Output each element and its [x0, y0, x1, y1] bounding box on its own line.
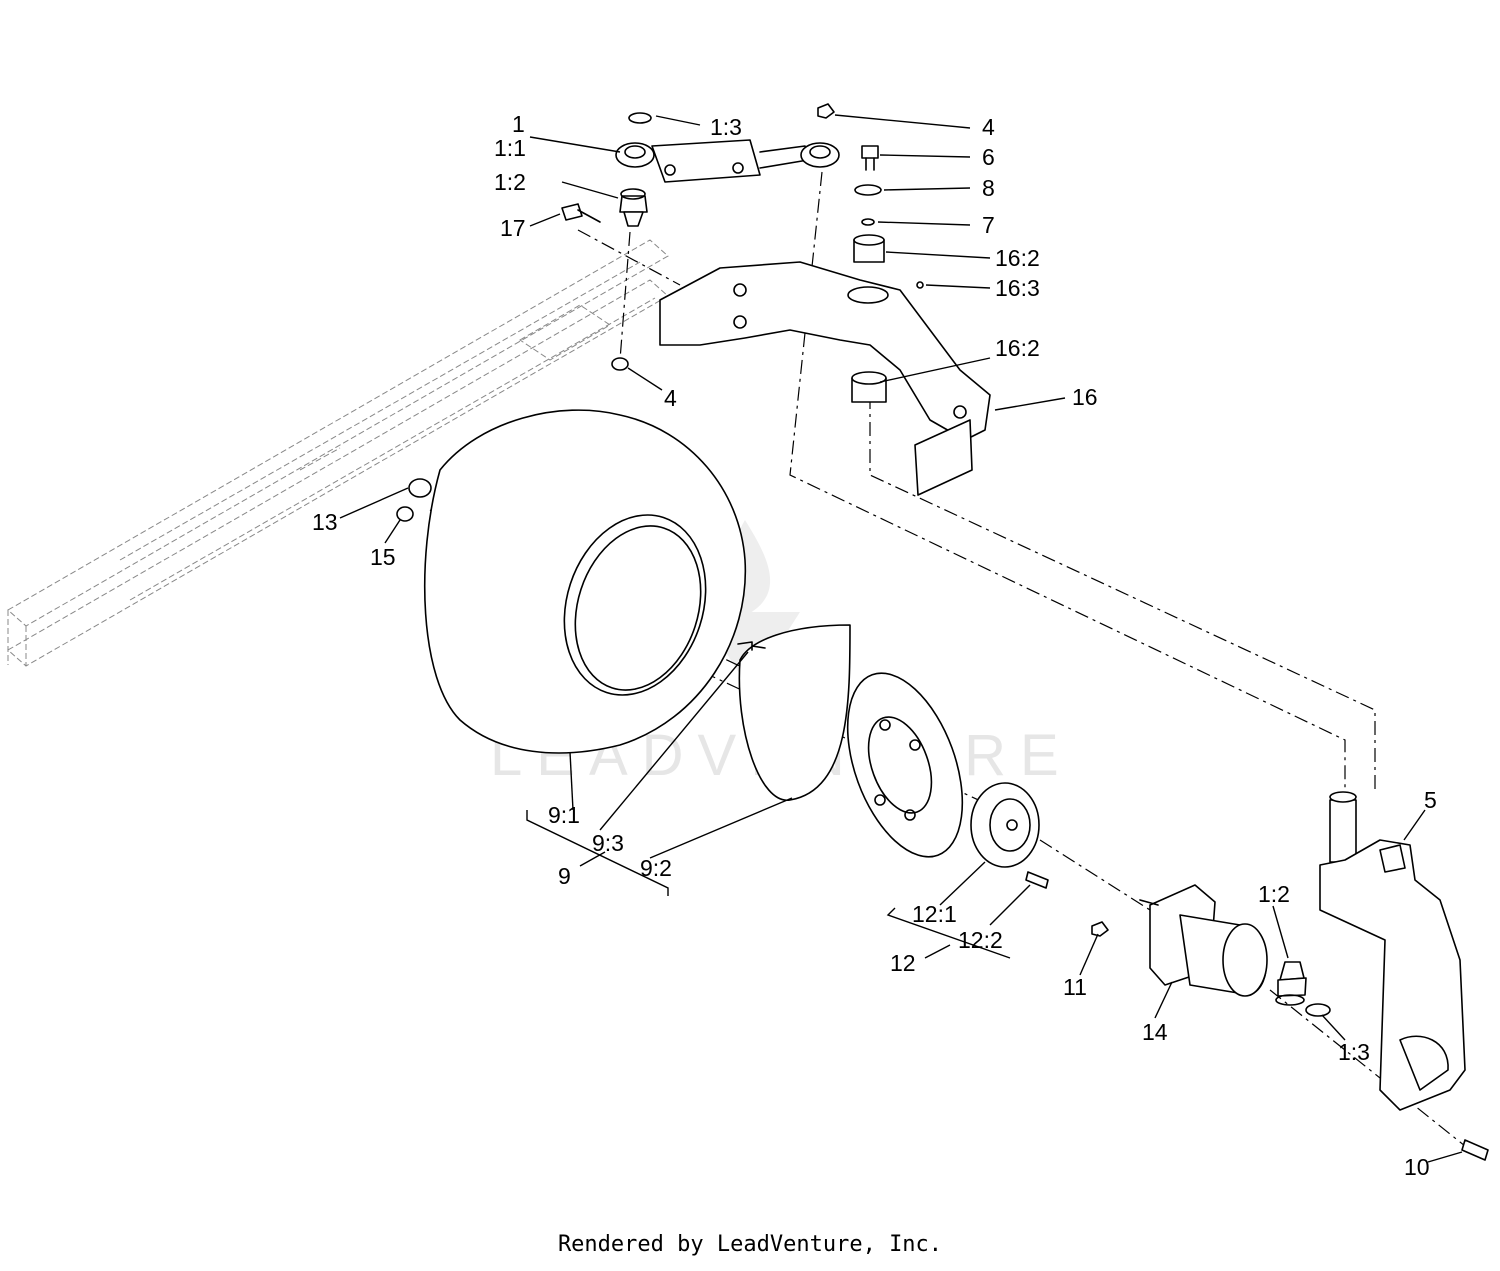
callout-1-2: 1:2	[494, 169, 526, 195]
callout-1: 1	[512, 111, 525, 137]
callout-4: 4	[982, 114, 995, 140]
callout-14: 14	[1142, 1019, 1168, 1045]
callout-9-2: 9:2	[640, 855, 672, 881]
tire	[423, 409, 747, 754]
callout-6: 6	[982, 144, 995, 170]
callout-16-3: 16:3	[995, 275, 1040, 301]
snap-ring	[628, 112, 652, 124]
nut	[817, 103, 835, 119]
wheel-stud	[1025, 871, 1049, 889]
callout-8: 8	[982, 175, 995, 201]
callout-12-2: 12:2	[958, 927, 1003, 953]
callout-4: 4	[664, 385, 677, 411]
leader-lines	[339, 114, 1463, 1163]
caster-fork-arm	[659, 261, 991, 496]
wheel-hub	[970, 782, 1040, 868]
wheel-rim	[738, 624, 964, 858]
callout-16: 16	[1072, 384, 1098, 410]
callout-labels: 1 1:1 1:2 1:3 4 6 8 7 16:2 16:3 16:2 16 …	[312, 111, 1437, 1180]
callout-1-3: 1:3	[710, 114, 742, 140]
callout-13: 13	[312, 509, 338, 535]
lower-bushing	[851, 371, 887, 403]
callout-16-2: 16:2	[995, 245, 1040, 271]
wheel-motor	[1139, 884, 1268, 997]
callout-10: 10	[1404, 1154, 1430, 1180]
caster-fork	[1319, 791, 1466, 1111]
lug-nut	[408, 478, 432, 498]
callout-12: 12	[890, 950, 916, 976]
nut	[396, 506, 414, 522]
grease-fitting	[916, 281, 924, 289]
callout-1-3: 1:3	[1338, 1039, 1370, 1065]
callout-16-2: 16:2	[995, 335, 1040, 361]
callout-9-3: 9:3	[592, 830, 624, 856]
callout-17: 17	[500, 215, 526, 241]
bolt-stack	[853, 145, 885, 263]
footer-credit: Rendered by LeadVenture, Inc.	[557, 1232, 943, 1257]
callout-7: 7	[982, 212, 995, 238]
steering-cylinder	[615, 139, 840, 183]
nut	[611, 357, 629, 371]
bolt	[561, 203, 601, 223]
bolt	[1461, 1139, 1489, 1161]
ball-joint	[619, 188, 648, 227]
ball-joint	[1275, 961, 1307, 1006]
nut	[1091, 921, 1109, 937]
callout-1-2: 1:2	[1258, 881, 1290, 907]
valve-stem	[737, 641, 766, 651]
callout-9-1: 9:1	[548, 802, 580, 828]
callout-11: 11	[1063, 974, 1087, 1000]
callout-9: 9	[558, 863, 571, 889]
callout-1-1: 1:1	[494, 135, 526, 161]
callout-12-1: 12:1	[912, 901, 957, 927]
snap-ring	[1305, 1003, 1331, 1017]
callout-15: 15	[370, 544, 396, 570]
callout-5: 5	[1424, 787, 1437, 813]
